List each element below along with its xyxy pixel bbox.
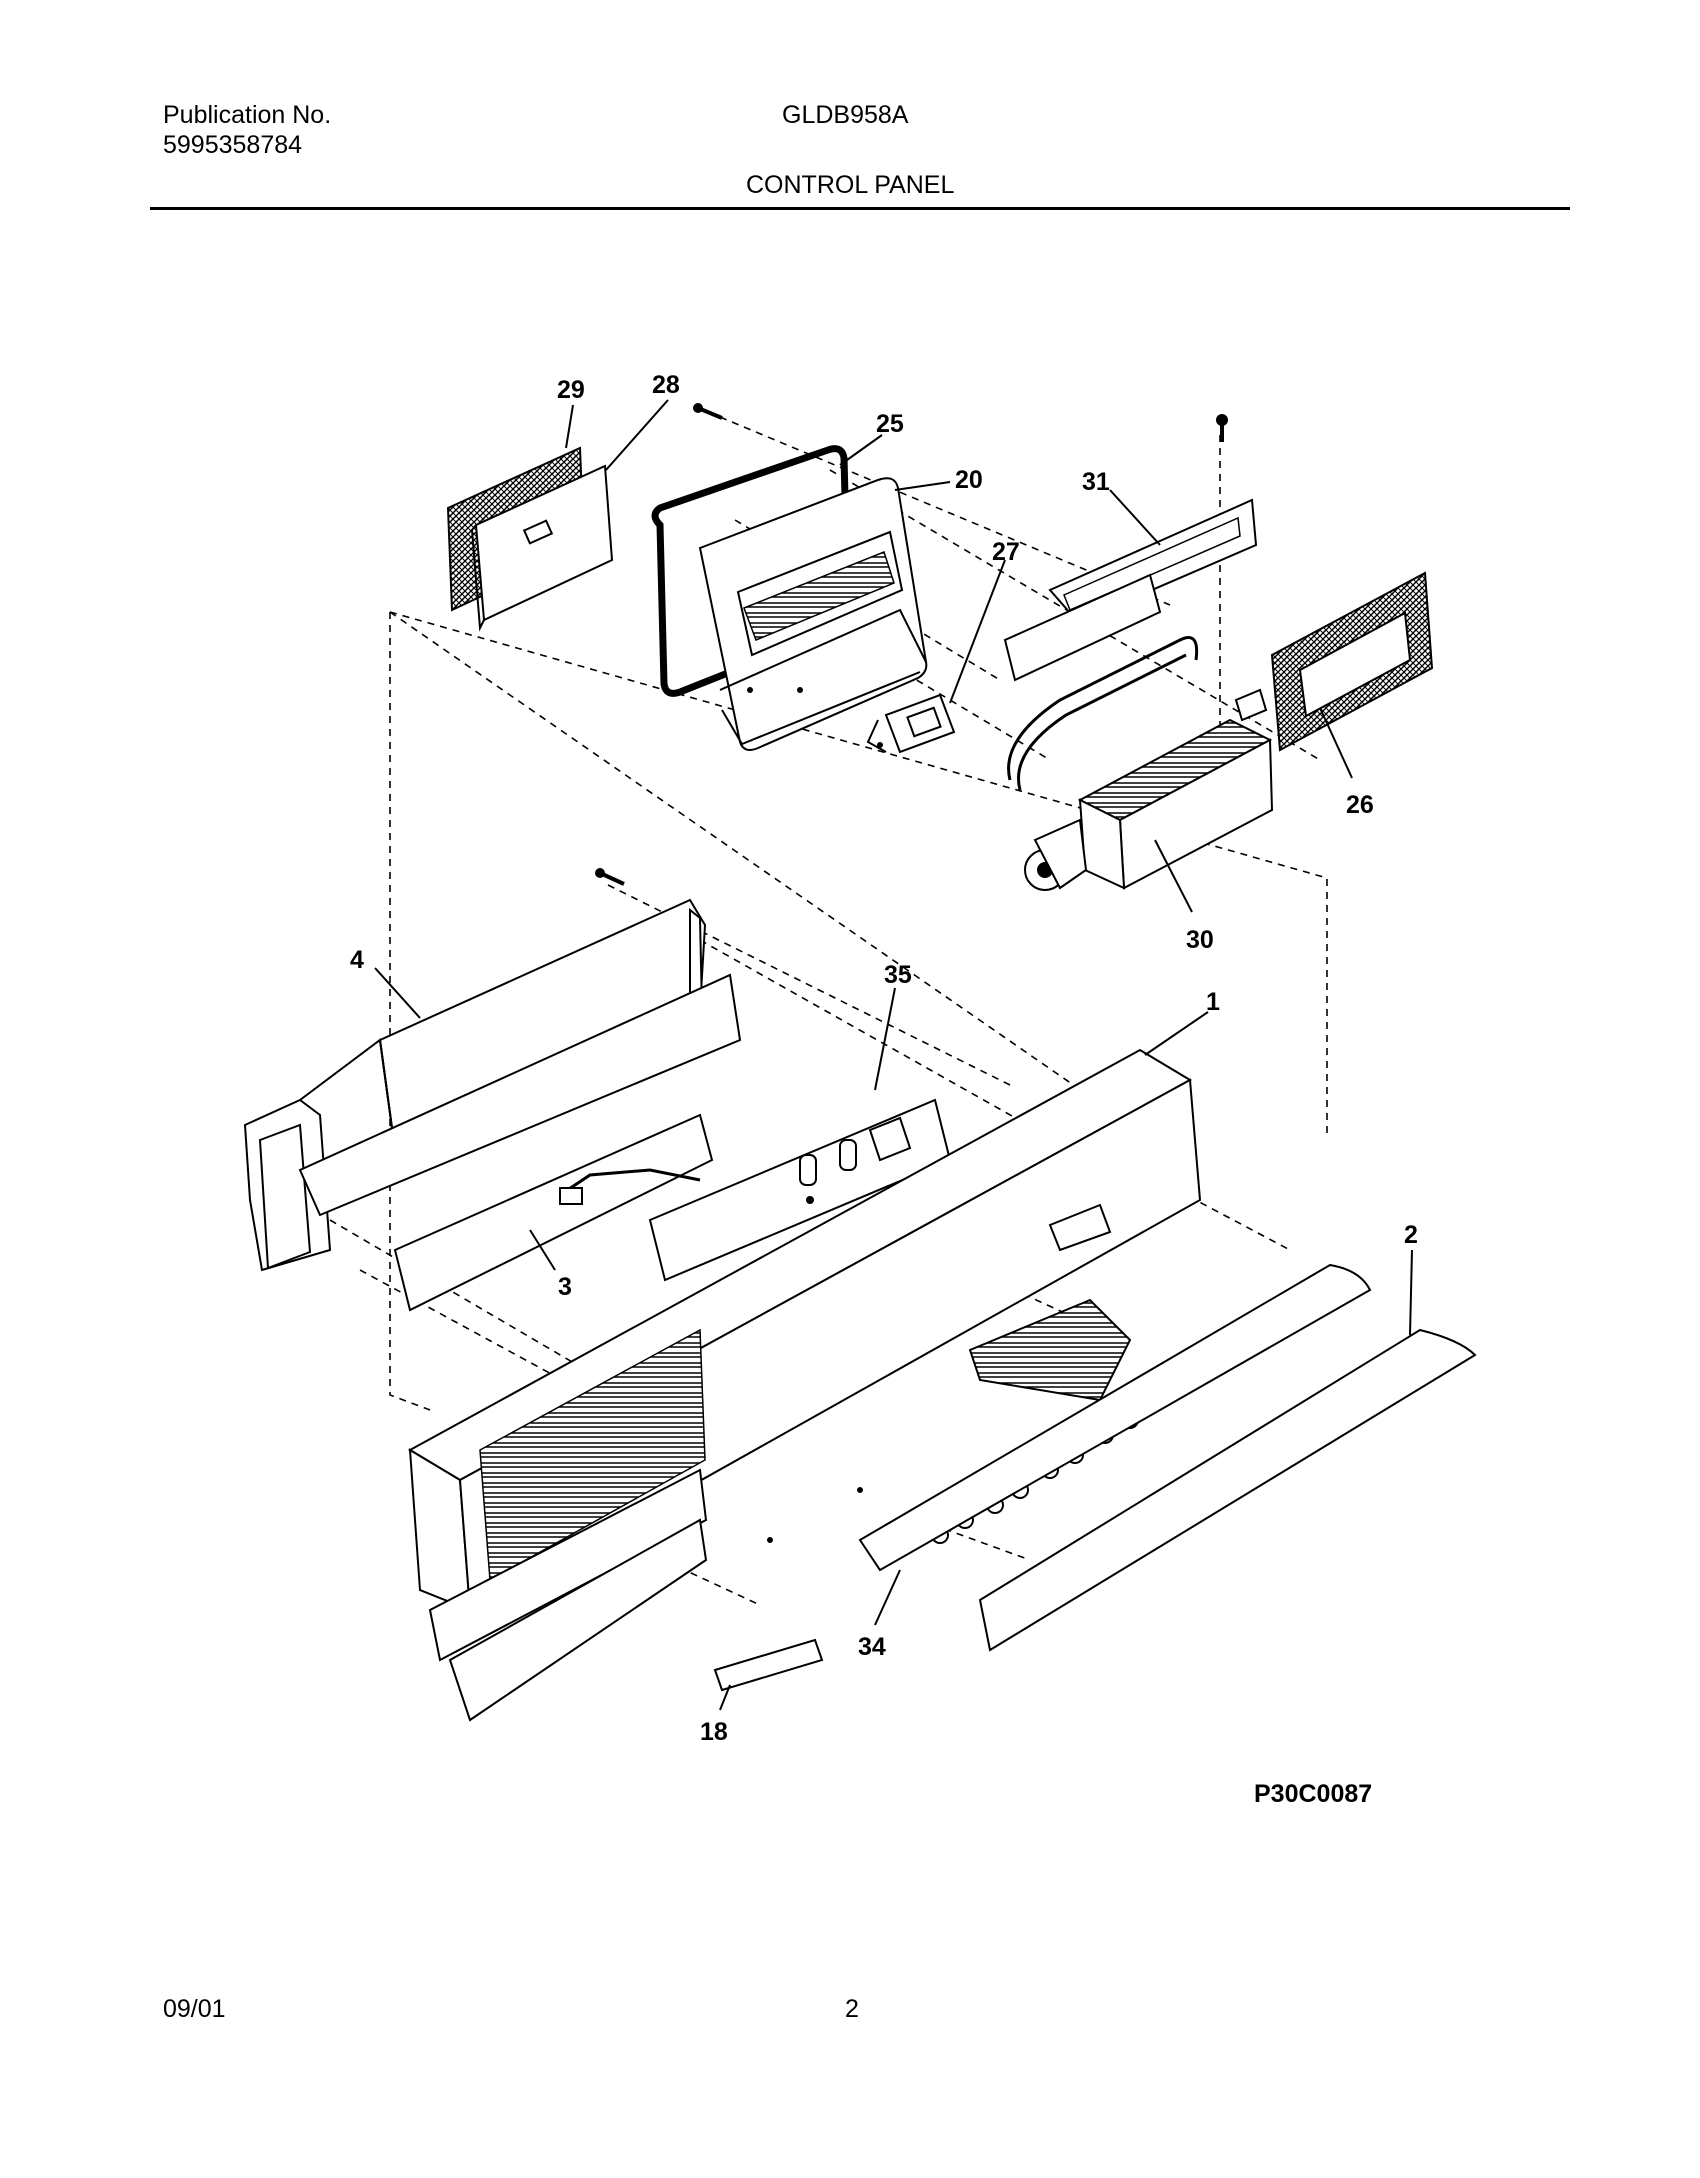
callout-30: 30 (1186, 926, 1214, 954)
filter-26 (1270, 571, 1434, 752)
publication-label: Publication No. (163, 101, 332, 129)
callout-18: 18 (700, 1718, 728, 1746)
callout-2: 2 (1404, 1221, 1418, 1249)
screw-middle (595, 868, 625, 886)
duct-31 (1003, 498, 1258, 682)
callout-4: 4 (350, 946, 364, 974)
callout-29: 29 (557, 376, 585, 404)
header-rule (150, 207, 1570, 210)
vent-cover-28 (470, 464, 614, 632)
footer-page-number: 2 (845, 1995, 859, 2023)
callout-35: 35 (884, 961, 912, 989)
vent-housing-20 (698, 477, 928, 751)
screw-top-right (1216, 414, 1228, 442)
section-title: CONTROL PANEL (746, 171, 955, 199)
callout-27: 27 (992, 538, 1020, 566)
footer-date: 09/01 (163, 1995, 226, 2023)
callout-25: 25 (876, 410, 904, 438)
blower-30 (1007, 636, 1274, 891)
vent-actuator-27 (866, 693, 956, 754)
assembly-guide-lines (329, 411, 1328, 1606)
control-board-3 (298, 973, 742, 1312)
leader-lines (374, 399, 1413, 1711)
callout-1: 1 (1206, 988, 1220, 1016)
callout-28: 28 (652, 371, 680, 399)
console-1 (407, 1048, 1202, 1722)
callout-34: 34 (858, 1633, 886, 1661)
screw-top-left (693, 403, 723, 420)
module-35 (648, 1098, 952, 1282)
duct-4 (243, 898, 707, 1272)
nameplate-18 (713, 1638, 824, 1692)
model-number: GLDB958A (782, 101, 909, 129)
callout-26: 26 (1346, 791, 1374, 819)
diagram-code: P30C0087 (1254, 1780, 1373, 1808)
callout-31: 31 (1082, 468, 1110, 496)
callout-20: 20 (955, 466, 983, 494)
trim-strip-34 (858, 1263, 1372, 1572)
callout-3: 3 (558, 1273, 572, 1301)
publication-number: 5995358784 (163, 131, 303, 159)
